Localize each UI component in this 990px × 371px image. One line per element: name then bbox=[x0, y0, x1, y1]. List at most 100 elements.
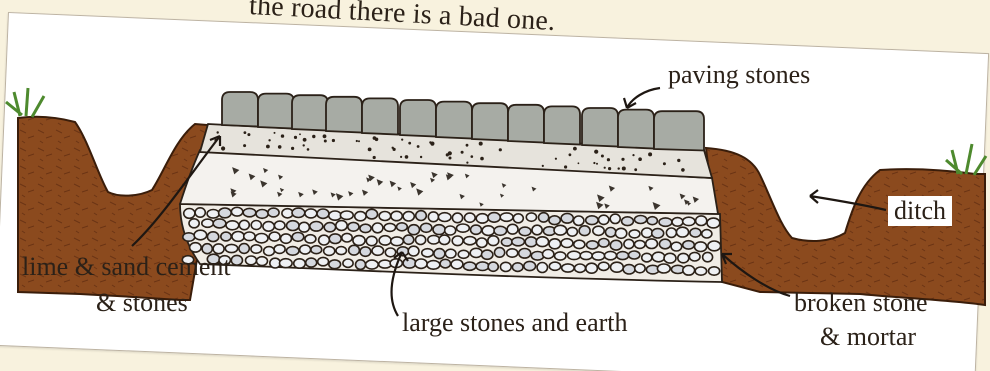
cobble bbox=[635, 216, 647, 224]
cement-dot bbox=[638, 157, 642, 161]
cobble bbox=[488, 262, 498, 271]
cobble bbox=[476, 262, 489, 271]
cobble bbox=[652, 252, 665, 262]
cobble bbox=[329, 260, 341, 269]
cement-dot bbox=[621, 158, 624, 161]
cobble bbox=[500, 262, 511, 271]
cobble bbox=[440, 259, 450, 268]
paving-stone bbox=[618, 110, 654, 149]
cobbles bbox=[182, 207, 720, 275]
label-ditch: ditch bbox=[888, 196, 952, 226]
label-paving-stones: paving stones bbox=[668, 60, 810, 90]
cobble bbox=[494, 226, 507, 235]
cobble bbox=[703, 252, 713, 261]
cement-dot bbox=[408, 142, 411, 145]
cement-dot bbox=[593, 162, 595, 164]
cobble bbox=[457, 224, 470, 232]
cobble bbox=[219, 208, 232, 218]
cobble bbox=[476, 214, 488, 223]
cobble bbox=[348, 222, 359, 231]
cobble bbox=[709, 267, 720, 275]
cobble bbox=[324, 247, 335, 256]
cement-dot bbox=[274, 132, 276, 134]
cement-dot bbox=[648, 152, 652, 156]
cobble bbox=[319, 235, 330, 245]
cobble bbox=[433, 225, 445, 235]
cement-dot bbox=[332, 139, 335, 142]
cobble bbox=[610, 214, 620, 223]
cobble bbox=[646, 239, 658, 249]
cement-dot bbox=[555, 158, 557, 160]
cobble bbox=[512, 237, 525, 245]
cobble bbox=[586, 216, 598, 225]
cement-dot bbox=[461, 151, 464, 154]
cement-dot bbox=[622, 167, 626, 171]
cobble bbox=[310, 222, 323, 232]
cobble bbox=[207, 232, 218, 242]
cobble bbox=[391, 211, 402, 220]
cement-dot bbox=[368, 148, 372, 152]
cobble bbox=[189, 219, 199, 228]
label-lime-sand-cement-line2: & stones bbox=[96, 288, 188, 318]
cobble bbox=[372, 223, 383, 233]
cobble bbox=[488, 236, 499, 246]
cobble bbox=[255, 234, 268, 243]
cement-dot bbox=[405, 155, 409, 159]
cobble bbox=[623, 265, 635, 274]
cobble bbox=[536, 237, 548, 247]
cobble bbox=[340, 211, 353, 219]
cobble bbox=[519, 249, 531, 259]
cobble bbox=[408, 225, 419, 235]
cobble bbox=[568, 251, 581, 259]
cobble bbox=[317, 209, 329, 218]
cobble bbox=[194, 230, 207, 240]
cement-dot bbox=[294, 136, 297, 139]
paving-stone bbox=[258, 94, 294, 129]
cement-dot bbox=[281, 134, 284, 137]
cobble bbox=[452, 213, 462, 223]
cobble bbox=[299, 222, 310, 232]
cobble bbox=[349, 245, 360, 255]
cobble bbox=[464, 237, 476, 245]
cobble bbox=[683, 266, 695, 276]
cobble bbox=[606, 228, 616, 237]
cobble bbox=[657, 264, 670, 273]
cement-dot bbox=[466, 162, 468, 164]
cobble bbox=[592, 252, 605, 260]
cement-dot bbox=[681, 168, 685, 172]
cement-dot bbox=[299, 133, 301, 135]
cobble bbox=[305, 235, 316, 243]
cobble bbox=[539, 213, 549, 222]
cobble bbox=[385, 248, 395, 257]
cobble bbox=[574, 240, 585, 248]
cement-dot bbox=[608, 167, 611, 170]
cobble bbox=[482, 250, 493, 259]
cobble bbox=[593, 226, 604, 235]
cobble bbox=[647, 217, 657, 225]
cobble bbox=[318, 257, 329, 265]
cobble bbox=[421, 223, 432, 232]
cobble bbox=[294, 259, 306, 268]
cobble bbox=[659, 239, 670, 249]
cobble bbox=[513, 214, 523, 223]
grass-right bbox=[946, 144, 986, 175]
cobble bbox=[543, 250, 554, 259]
cobble bbox=[642, 253, 652, 262]
cobble bbox=[403, 235, 413, 244]
cement-dot bbox=[217, 131, 219, 133]
cobble bbox=[512, 263, 523, 272]
cobble bbox=[207, 210, 219, 219]
cement-dot bbox=[569, 153, 572, 156]
cobble bbox=[664, 253, 676, 263]
cement-dot bbox=[573, 147, 577, 151]
cement-dot bbox=[358, 140, 360, 142]
cobble bbox=[587, 241, 599, 249]
cobble bbox=[300, 245, 311, 254]
cement-dot bbox=[578, 162, 580, 164]
cobble bbox=[329, 211, 342, 220]
cobble bbox=[311, 246, 322, 254]
cobble bbox=[610, 240, 622, 250]
label-broken-stone: broken stone bbox=[794, 288, 928, 318]
cobble bbox=[415, 259, 427, 268]
cement-dot bbox=[663, 162, 666, 165]
